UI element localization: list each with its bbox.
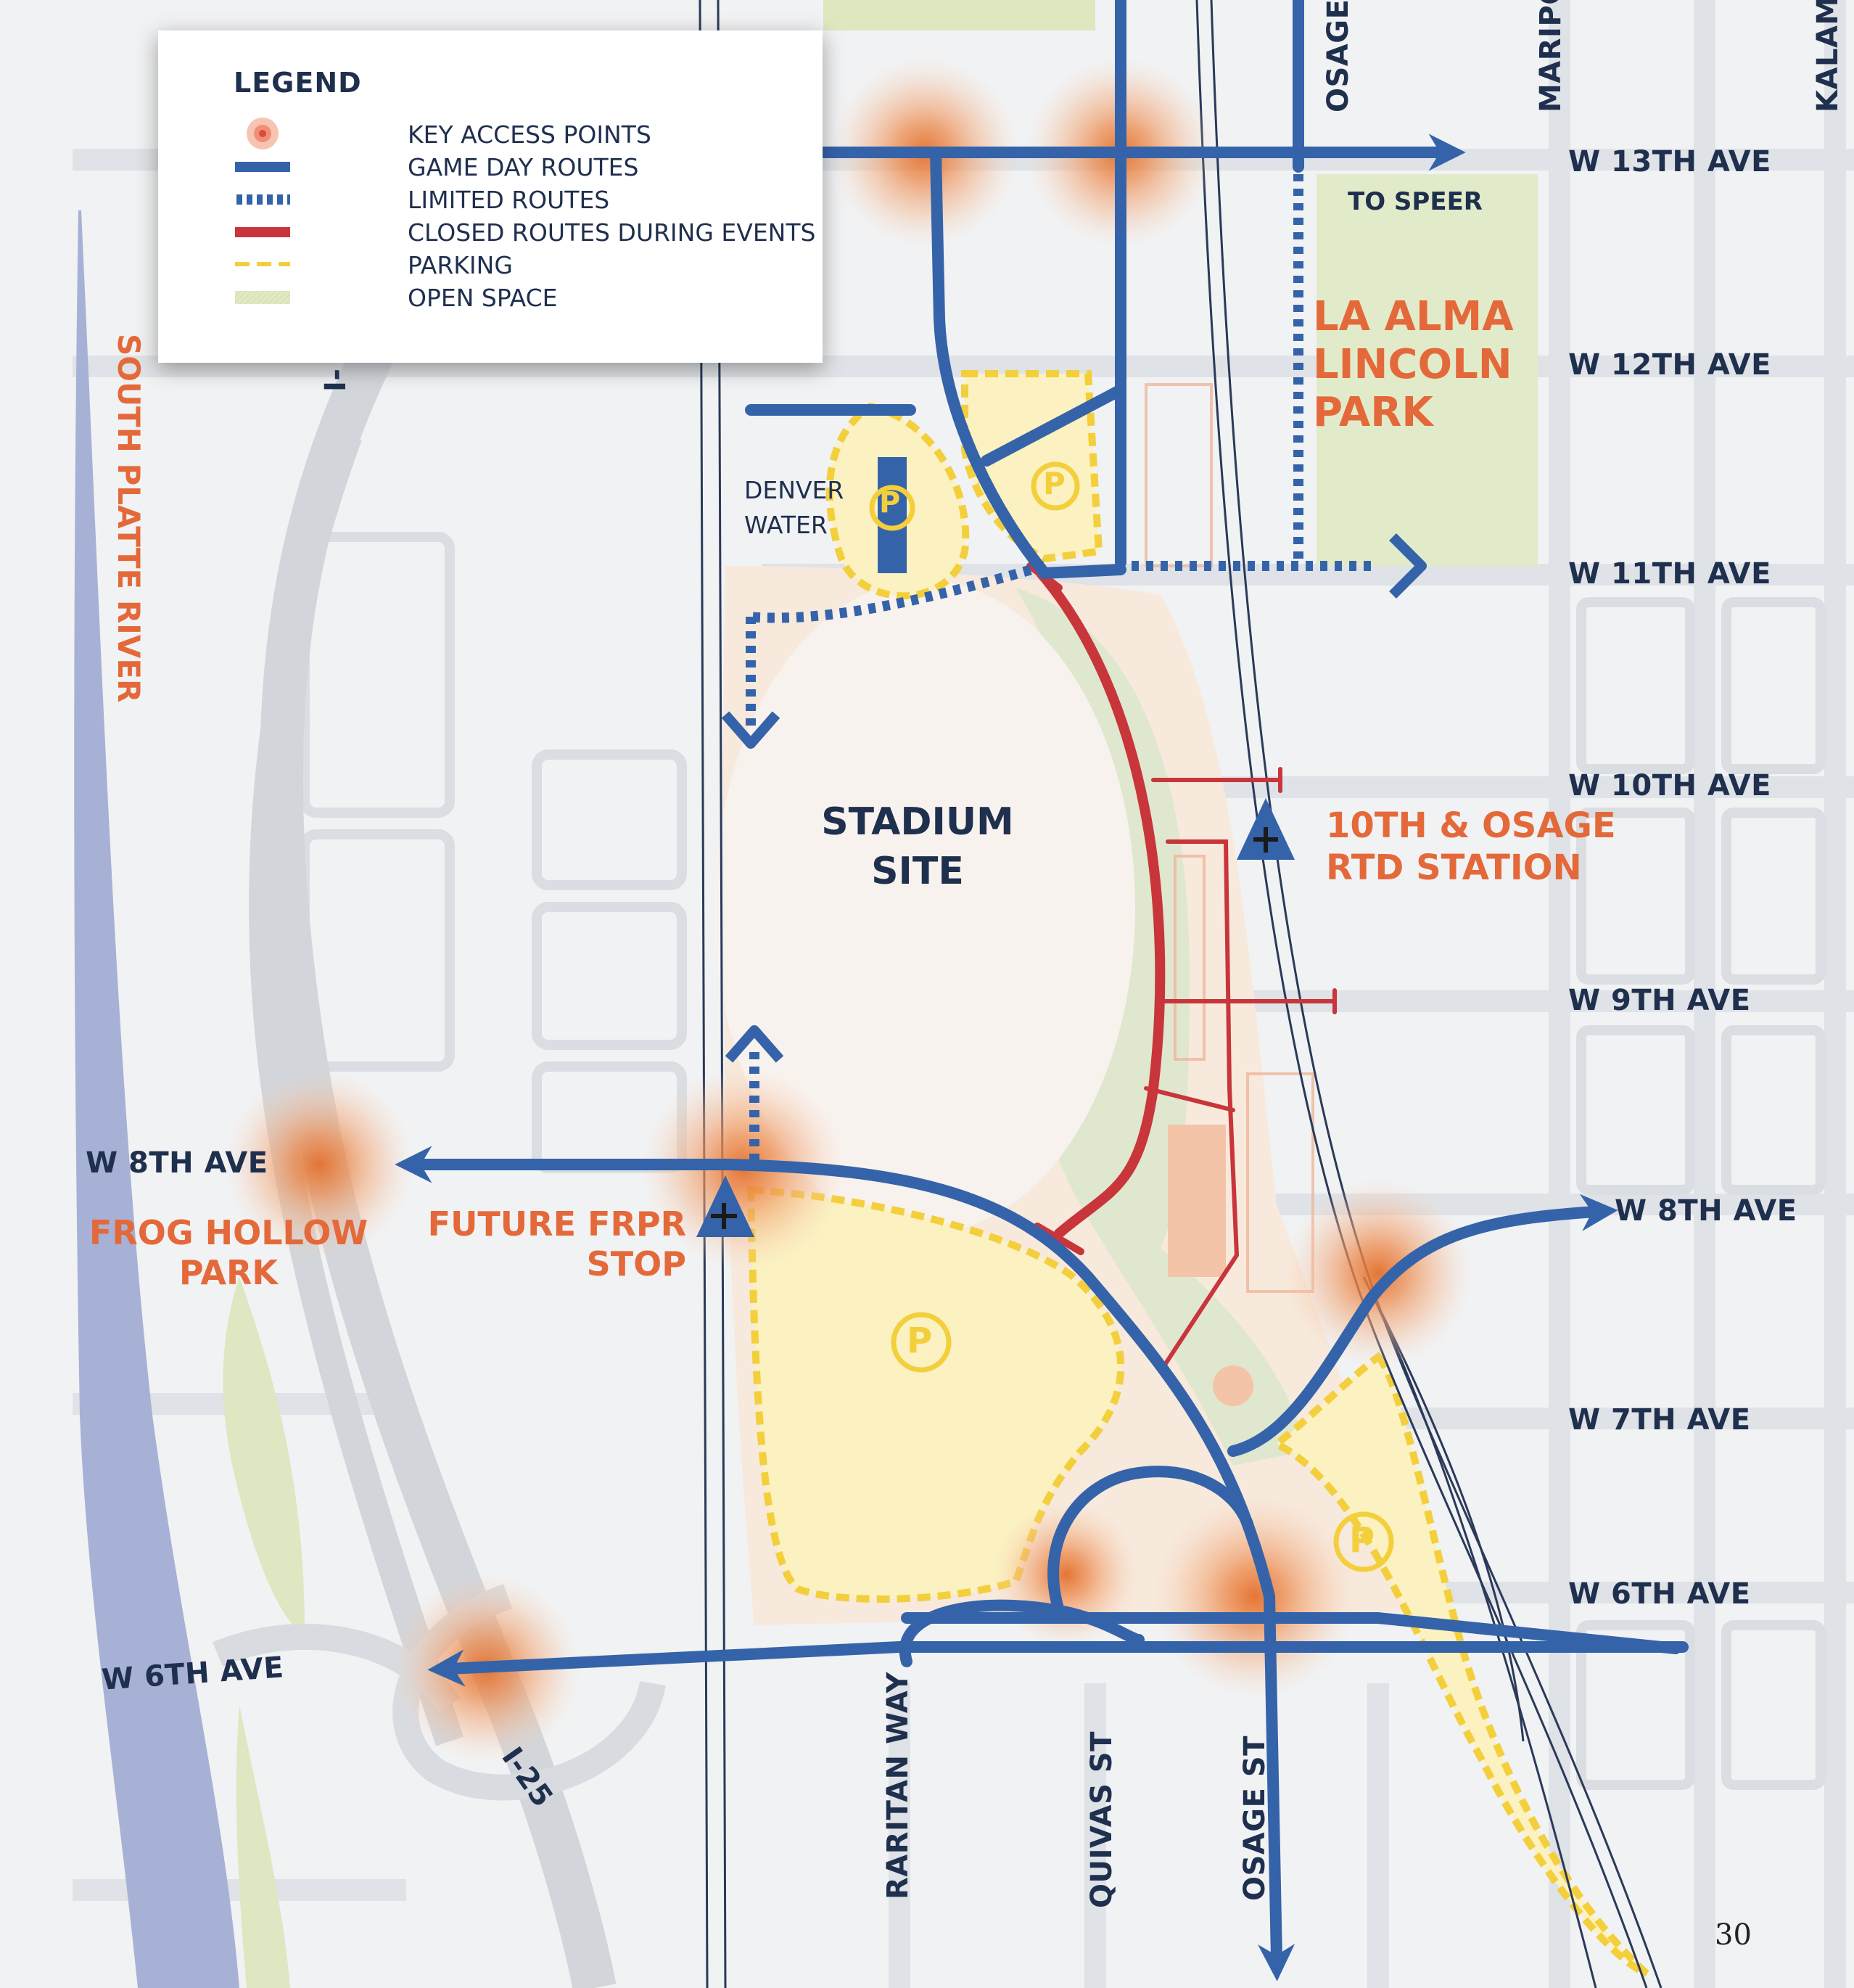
rtd-line1: 10TH & OSAGE: [1326, 805, 1616, 846]
legend-label: OPEN SPACE: [408, 284, 558, 312]
la-alma-park-open-space: [1317, 174, 1538, 566]
top-open-space: [823, 0, 1095, 30]
street-label-w10th: W 10TH AVE: [1568, 769, 1771, 802]
parking-icon: P: [907, 1320, 933, 1361]
legend-item-limited-routes: LIMITED ROUTES: [234, 183, 799, 215]
parking-icon: P: [1349, 1520, 1375, 1561]
legend-label: LIMITED ROUTES: [408, 186, 610, 214]
street-label-w12th: W 12TH AVE: [1568, 348, 1771, 382]
parking-icon: P: [1043, 466, 1066, 501]
stadium-label-line2: SITE: [871, 849, 964, 893]
street-label-w8th-east: W 8TH AVE: [1615, 1194, 1797, 1228]
legend-item-key-access-points: KEY ACCESS POINTS: [234, 118, 799, 149]
legend-item-open-space: OPEN SPACE: [234, 281, 799, 313]
street-label-w9th: W 9TH AVE: [1568, 984, 1751, 1017]
game-day-routes: [395, 0, 1689, 1981]
river-label: SOUTH PLATTE RIVER: [111, 334, 147, 703]
plaza-marker: [1213, 1365, 1253, 1406]
legend-item-parking: PARKING: [234, 248, 799, 280]
denver-water-label: DENVER WATER: [744, 473, 844, 543]
rtd-line2: RTD STATION: [1326, 847, 1582, 888]
frog-line1: FROG HOLLOW: [88, 1213, 368, 1252]
street-label-w7th: W 7TH AVE: [1568, 1403, 1751, 1437]
closed-routes: [1026, 562, 1337, 1373]
park-line3: PARK: [1313, 389, 1433, 437]
limited-route-arrows: [721, 533, 1427, 1063]
street-label-osage-st: OSAGE ST: [1238, 1736, 1272, 1901]
solid-line-icon: [235, 162, 290, 172]
building-parcel: [1168, 1125, 1226, 1277]
south-platte-river: [74, 210, 239, 1988]
street-label-osage-top: OSAGE: [1322, 0, 1355, 112]
limited-routes: [746, 160, 1378, 1161]
rtd-station-label: 10TH & OSAGE RTD STATION: [1326, 805, 1616, 889]
denver-water-line2: WATER: [744, 510, 828, 539]
legend-title: LEGEND: [234, 67, 362, 99]
parking-symbols: [869, 461, 1394, 1572]
frpr-stop-marker: [696, 1175, 754, 1237]
frog-hollow-park-label: FROG HOLLOW PARK: [73, 1213, 384, 1293]
frpr-line1: FUTURE FRPR: [427, 1204, 686, 1244]
dashed-line-icon: [235, 262, 290, 266]
radial-glow-icon: [247, 118, 279, 149]
frog-line2: PARK: [178, 1253, 279, 1293]
legend-item-closed-routes: CLOSED ROUTES DURING EVENTS: [234, 215, 815, 247]
legend-label: CLOSED ROUTES DURING EVENTS: [408, 218, 816, 247]
legend-label: GAME DAY ROUTES: [408, 153, 639, 181]
to-speer-label: TO SPEER: [1348, 187, 1483, 216]
street-label-w13th: W 13TH AVE: [1568, 145, 1771, 178]
parking-icon: P: [879, 486, 901, 519]
street-label-quivas: QUIVAS ST: [1085, 1731, 1118, 1908]
street-label-i25-top: I-: [319, 368, 353, 392]
frpr-line2: STOP: [586, 1244, 686, 1284]
future-frpr-stop-label: FUTURE FRPR STOP: [418, 1204, 686, 1284]
la-alma-lincoln-park-label: LA ALMA LINCOLN PARK: [1313, 293, 1514, 437]
street-label-kalamath-top: KALAM: [1811, 0, 1845, 112]
denver-water-line1: DENVER: [744, 476, 844, 504]
street-label-raritan: RARITAN WAY: [881, 1672, 915, 1899]
page-number: 30: [1715, 1918, 1752, 1952]
stadium-site-label: STADIUM SITE: [783, 798, 1052, 896]
street-label-mariposa-top: MARIPO: [1534, 0, 1567, 112]
solid-line-icon: [235, 227, 290, 237]
legend-item-game-day-routes: GAME DAY ROUTES: [234, 150, 799, 182]
park-line1: LA ALMA: [1313, 293, 1514, 340]
dotted-line-icon: [236, 194, 290, 205]
park-line2: LINCOLN: [1313, 341, 1512, 389]
rtd-station-marker: [1237, 798, 1295, 860]
stadium-footprint: [714, 580, 1135, 1233]
legend-label: KEY ACCESS POINTS: [408, 120, 651, 149]
stadium-label-line1: STADIUM: [821, 800, 1014, 844]
legend-label: PARKING: [408, 251, 513, 279]
parking-areas: [746, 370, 1649, 1977]
map-legend: LEGEND KEY ACCESS POINTS GAME DAY ROUTES…: [158, 30, 823, 363]
street-label-w8th-west: W 8TH AVE: [86, 1146, 268, 1180]
hatched-fill-icon: [235, 291, 290, 304]
frog-hollow-park-open-space: [223, 1277, 305, 1632]
street-label-w11th: W 11TH AVE: [1568, 557, 1771, 591]
key-access-points: [225, 58, 1472, 1763]
street-label-w6th-east: W 6TH AVE: [1568, 1577, 1751, 1611]
river-greenway: [236, 1705, 290, 1988]
